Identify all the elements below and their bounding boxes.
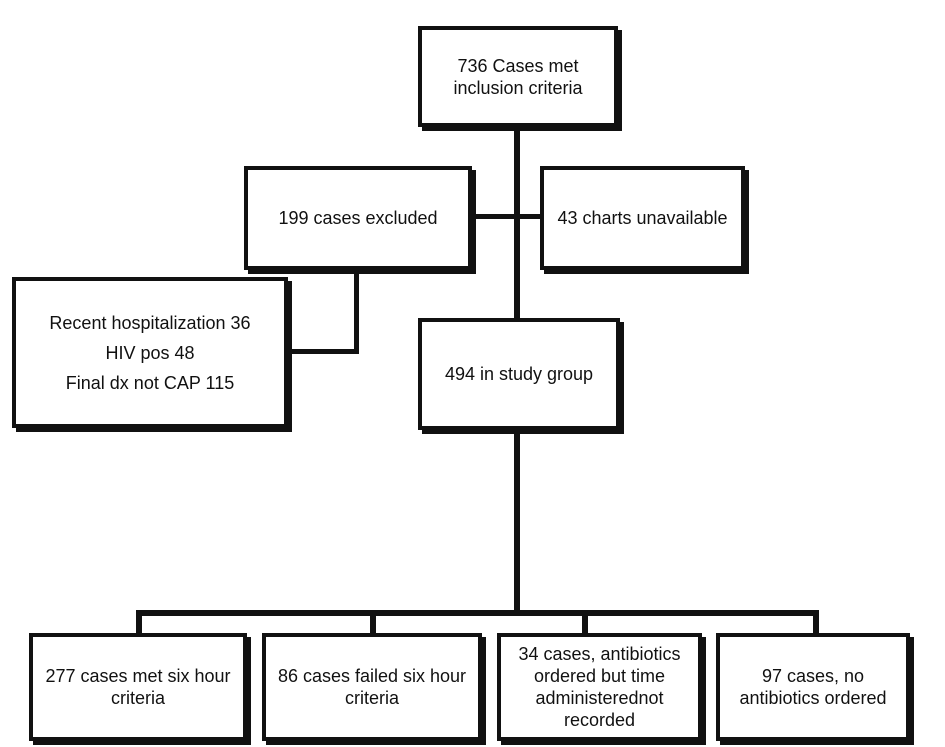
box-met-criteria: 277 cases met six hour criteria <box>29 633 247 741</box>
box-met-line-1: 277 cases met six hour <box>45 666 231 686</box>
box-excluded-text: 199 cases excluded <box>278 208 438 228</box>
connector-branch-1 <box>136 610 142 635</box>
box-failed-line-2: criteria <box>344 688 399 708</box>
connector-study-down <box>514 428 520 614</box>
box-no-antibiotics: 97 cases, no antibiotics ordered <box>716 633 910 741</box>
box-inclusion-line-1: 736 Cases met <box>457 55 579 76</box>
box-inclusion-criteria: 736 Cases met inclusion criteria <box>418 26 618 127</box>
box-met-line-2: criteria <box>110 688 165 708</box>
connector-reasons-horizontal <box>287 349 359 354</box>
box-no-antibiotics-line-2: antibiotics ordered <box>739 688 887 708</box>
box-not-recorded-line-4: recorded <box>563 710 636 730</box>
box-unavailable-text: 43 charts unavailable <box>557 208 728 228</box>
box-failed-line-1: 86 cases failed six hour <box>277 666 467 686</box>
box-reasons-line-1: Recent hospitalization 36 <box>49 312 251 333</box>
box-not-recorded-line-3: administerednot <box>535 688 664 708</box>
box-no-antibiotics-line-1: 97 cases, no <box>761 666 865 686</box>
box-reasons-line-2: HIV pos 48 <box>105 342 195 363</box>
box-reasons-line-3: Final dx not CAP 115 <box>65 372 235 393</box>
connector-branch-4 <box>813 610 819 635</box>
connector-branch-horizontal <box>136 610 819 616</box>
box-not-recorded-line-1: 34 cases, antibiotics <box>518 644 681 664</box>
box-study-group: 494 in study group <box>418 318 620 430</box>
connector-excluded-down <box>354 268 359 353</box>
connector-branch-3 <box>582 610 588 635</box>
box-study-text: 494 in study group <box>444 364 594 384</box>
connector-branch-2 <box>370 610 376 635</box>
box-charts-unavailable: 43 charts unavailable <box>540 166 745 270</box>
box-time-not-recorded: 34 cases, antibiotics ordered but time a… <box>497 633 702 741</box>
box-exclusion-reasons: Recent hospitalization 36 HIV pos 48 Fin… <box>12 277 288 428</box>
box-not-recorded-line-2: ordered but time <box>533 666 666 686</box>
connector-root-to-study <box>514 125 520 320</box>
box-inclusion-line-2: inclusion criteria <box>453 77 583 98</box>
connector-excluded-unavailable <box>470 214 542 219</box>
box-cases-excluded: 199 cases excluded <box>244 166 472 270</box>
box-failed-criteria: 86 cases failed six hour criteria <box>262 633 482 741</box>
